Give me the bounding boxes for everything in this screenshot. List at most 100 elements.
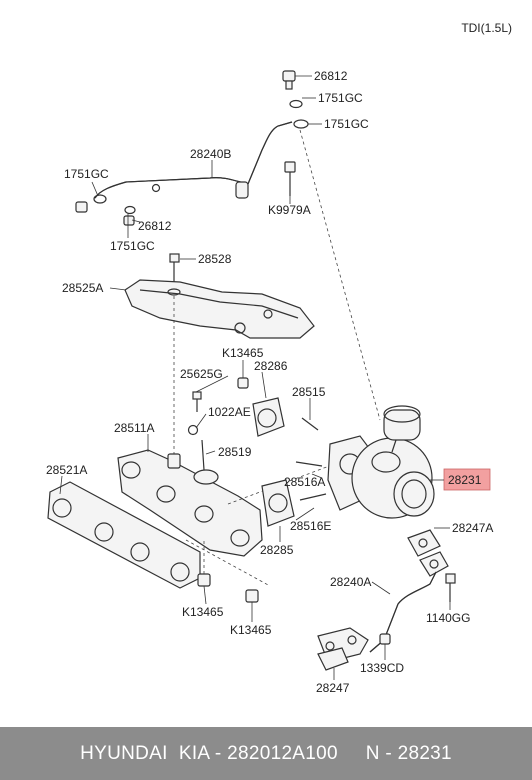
- label-28525a: 28525A: [62, 281, 103, 295]
- washer-left-part: [93, 194, 107, 204]
- leader-k13465-b: [203, 585, 207, 605]
- label-k9979a: K9979A: [268, 203, 311, 217]
- wastegate-actuator-part: [383, 409, 421, 441]
- part-number-footer: HYUNDAI KIA - 282012A100 N - 28231: [0, 727, 532, 780]
- leader-28519: [205, 450, 216, 455]
- label-28286: 28286: [254, 359, 288, 373]
- banjo-bolt-left-part: [75, 201, 88, 213]
- label-1022ae: 1022AE: [208, 405, 251, 419]
- label-1140gg: 1140GG: [426, 611, 470, 625]
- gasket-28247a-a-part: [407, 529, 441, 557]
- gasket-port-2: [94, 522, 114, 542]
- compressor-outlet-part: [393, 471, 435, 517]
- gasket-28247a-a-hole: [418, 538, 428, 548]
- label-28285: 28285: [260, 543, 294, 557]
- oil-drain-assembly: [317, 529, 456, 671]
- label-28247a: 28247A: [452, 521, 493, 535]
- gasket-28247a-b-hole: [429, 559, 439, 569]
- wastegate-rod-part: [391, 439, 397, 453]
- leader-28516e: [295, 507, 315, 521]
- oil-feed-pipe-inner: [94, 121, 293, 199]
- label-1751gc-a: 1751GC: [318, 91, 363, 105]
- bolt-k9979a-head: [284, 161, 296, 173]
- bolt-28528-head: [169, 253, 180, 263]
- label-28521a: 28521A: [46, 463, 87, 477]
- exploded-parts-diagram: TDI(1.5L): [46, 21, 512, 695]
- manifold-port-1: [121, 461, 141, 479]
- leader-1751gc-left: [91, 181, 99, 197]
- label-28247: 28247: [316, 681, 350, 695]
- nut-k13465-c-part: [245, 589, 259, 603]
- footer-part-number-text: HYUNDAI KIA - 282012A100 N - 28231: [80, 742, 452, 764]
- heat-shield-hole-b: [263, 309, 273, 319]
- gasket-28286-part: [252, 397, 285, 437]
- washer-1022ae-part: [187, 424, 199, 436]
- oil-feed-pipe-assembly: [75, 70, 309, 226]
- heat-shield-hole-c: [167, 288, 181, 296]
- leader-28516a: [311, 473, 323, 479]
- stud-28519-part: [201, 439, 205, 471]
- label-28511a: 28511A: [114, 421, 154, 435]
- bolt-25625g-head: [192, 391, 202, 400]
- gasket-port-1: [52, 498, 72, 518]
- leader-28521a: [59, 475, 63, 495]
- label-26812-top: 26812: [314, 69, 348, 83]
- gasket-port-3: [130, 542, 150, 562]
- exhaust-manifold-part: [117, 449, 263, 557]
- label-25625g: 25625G: [180, 367, 223, 381]
- engine-variant-label: TDI(1.5L): [461, 21, 512, 35]
- washer-low-part: [124, 205, 136, 215]
- heat-shield-rib: [139, 289, 299, 319]
- wastegate-actuator-cap: [383, 405, 421, 423]
- banjo-bolt-top-part: [282, 70, 296, 82]
- label-28519: 28519: [218, 445, 252, 459]
- label-28528: 28528: [198, 252, 232, 266]
- leader-1022ae: [195, 413, 207, 429]
- heat-shield-part: [124, 279, 315, 339]
- gasket-port-4: [170, 562, 190, 582]
- label-k13465-a: K13465: [222, 346, 264, 360]
- gasket-28286-hole: [257, 408, 277, 428]
- oil-drain-pipe-inner: [369, 571, 437, 653]
- banjo-bolt-top-shank: [285, 80, 293, 90]
- compressor-outlet-bore: [401, 479, 427, 509]
- leader-28286: [261, 371, 267, 399]
- heat-shield-assembly: [124, 253, 315, 339]
- nut-k13465-a-part: [237, 377, 249, 389]
- gasket-28285-hole: [268, 493, 288, 513]
- label-k13465-c: K13465: [230, 623, 272, 637]
- turbocharger-assembly: [327, 405, 435, 519]
- manifold-port-2: [156, 485, 176, 503]
- stud-28515-part: [301, 417, 319, 431]
- label-28240a: 28240A: [330, 575, 371, 589]
- gasket-28247-part: [317, 647, 349, 671]
- manifold-port-3: [194, 505, 214, 523]
- manifold-port-4: [230, 529, 250, 547]
- nut-k13465-b-part: [197, 573, 211, 587]
- bolt-1339cd-part: [379, 633, 391, 645]
- leader-25625g: [195, 375, 229, 393]
- gasket-28285-part: [261, 479, 295, 527]
- dashed-guide-pipe-turbo: [299, 129, 381, 421]
- dashed-guide-nut-c: [185, 539, 271, 587]
- highlight-28231: [443, 468, 491, 491]
- label-28231: 28231: [448, 473, 482, 487]
- label-1751gc-low: 1751GC: [110, 239, 155, 253]
- heat-shield-hole-a: [234, 322, 246, 334]
- pipe-bracket-part: [235, 181, 249, 199]
- gasket-28247a-b-part: [419, 551, 449, 577]
- washer-top-b-part: [293, 119, 309, 129]
- turbo-gasket-assembly: [261, 461, 327, 527]
- pipe-clip-part: [151, 183, 161, 193]
- label-26812-mid: 26812: [138, 219, 172, 233]
- washer-top-a-part: [289, 99, 303, 109]
- dashed-guide-manifold: [227, 461, 341, 505]
- label-28516e: 28516E: [290, 519, 331, 533]
- label-1339cd: 1339CD: [360, 661, 404, 675]
- label-1751gc-left: 1751GC: [64, 167, 109, 181]
- middle-hardware: [187, 377, 319, 471]
- stud-28516e-part: [299, 493, 327, 501]
- label-28516a: 28516A: [284, 475, 325, 489]
- leader-26812-mid: [131, 219, 141, 223]
